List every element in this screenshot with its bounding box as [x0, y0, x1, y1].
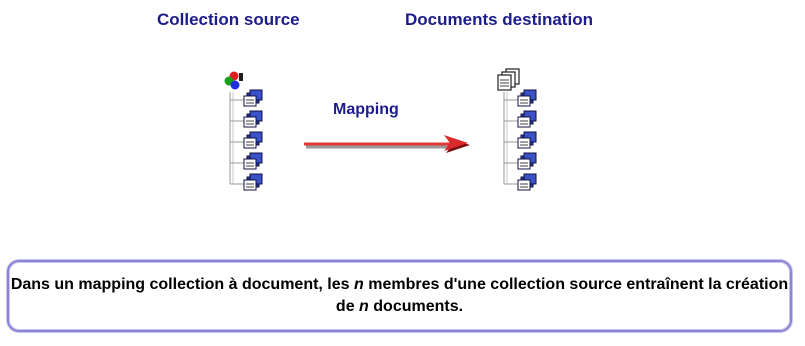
- caption-text: Dans un mapping collection à document, l…: [9, 274, 790, 318]
- documents-icon: [497, 68, 520, 91]
- record-icon: [230, 152, 263, 170]
- collection-icon: [224, 71, 243, 90]
- record-icon: [504, 131, 537, 149]
- record-icon: [230, 173, 263, 191]
- destination-title: Documents destination: [405, 10, 593, 29]
- destination-documents-tree: [497, 68, 537, 191]
- record-icon: [504, 152, 537, 170]
- record-icon: [504, 110, 537, 128]
- record-icon: [230, 89, 263, 107]
- source-collection-tree: [224, 71, 263, 191]
- record-icon: [230, 110, 263, 128]
- record-icon: [504, 173, 537, 191]
- caption-part2: membres d'une collection source entraîne…: [335, 276, 789, 315]
- caption-box: Dans un mapping collection à document, l…: [7, 260, 792, 332]
- caption-italic-n1: n: [354, 276, 364, 293]
- caption-italic-n2: n: [359, 298, 369, 315]
- record-icon: [230, 131, 263, 149]
- record-icon: [504, 89, 537, 107]
- caption-part1: Dans un mapping collection à document, l…: [10, 276, 354, 293]
- mapping-arrow: [304, 135, 470, 153]
- mapping-label: Mapping: [333, 101, 399, 118]
- source-title: Collection source: [157, 10, 300, 29]
- caption-part3: documents.: [368, 298, 464, 315]
